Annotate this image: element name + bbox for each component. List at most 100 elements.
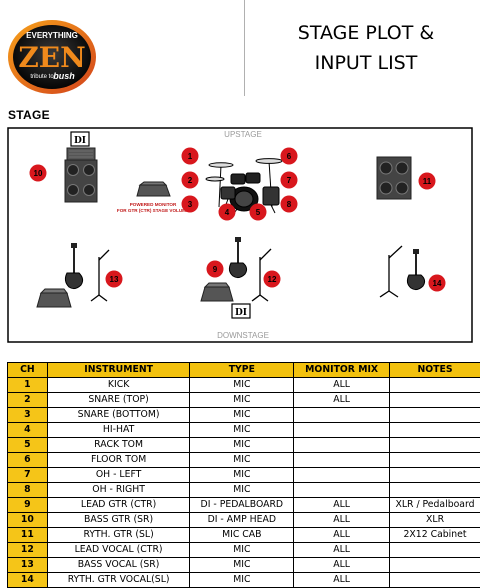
cell-type: MIC CAB (190, 528, 294, 543)
channel-marker-8: 8 (281, 196, 298, 213)
cell-ch: 7 (8, 468, 48, 483)
cell-monitor (294, 468, 390, 483)
cell-instrument: LEAD GTR (CTR) (47, 498, 190, 513)
document-title: STAGE PLOT & INPUT LIST (252, 18, 480, 78)
cell-instrument: KICK (47, 378, 190, 393)
cell-instrument: SNARE (TOP) (47, 393, 190, 408)
cell-monitor: ALL (294, 528, 390, 543)
marker-number: 10 (34, 169, 43, 178)
cell-notes (390, 483, 480, 498)
header-ch: CH (8, 363, 48, 378)
cell-monitor (294, 423, 390, 438)
cell-notes: 2X12 Cabinet (390, 528, 480, 543)
cell-instrument: FLOOR TOM (47, 453, 190, 468)
title-line-2: INPUT LIST (252, 48, 480, 78)
cell-type: MIC (190, 573, 294, 588)
cell-notes (390, 378, 480, 393)
channel-marker-10: 10 (30, 165, 47, 182)
cell-type: DI - AMP HEAD (190, 513, 294, 528)
cell-monitor: ALL (294, 543, 390, 558)
cell-notes (390, 558, 480, 573)
channel-marker-14: 14 (429, 275, 446, 292)
cell-notes: XLR / Pedalboard (390, 498, 480, 513)
cell-type: MIC (190, 483, 294, 498)
channel-marker-13: 13 (106, 271, 123, 288)
cell-monitor (294, 438, 390, 453)
cell-notes (390, 453, 480, 468)
cell-monitor (294, 453, 390, 468)
cell-ch: 9 (8, 498, 48, 513)
cell-notes (390, 543, 480, 558)
header-monitor-mix: MONITOR MIX (294, 363, 390, 378)
cell-instrument: SNARE (BOTTOM) (47, 408, 190, 423)
logo-band-text: bush (53, 71, 75, 81)
marker-number: 2 (188, 176, 193, 185)
everything-zen-logo: EVERYTHING ZEN tribute to bush (6, 18, 98, 96)
cell-notes (390, 573, 480, 588)
stage-plot: UPSTAGE DOWNSTAGE DI POWERED MONITOR FOR… (7, 127, 473, 343)
di-box-downstage: DI (232, 304, 250, 318)
marker-number: 6 (287, 152, 292, 161)
cell-ch: 4 (8, 423, 48, 438)
cell-type: MIC (190, 468, 294, 483)
cell-instrument: HI-HAT (47, 423, 190, 438)
channel-marker-1: 1 (182, 148, 199, 165)
cell-instrument: OH - LEFT (47, 468, 190, 483)
cell-type: MIC (190, 378, 294, 393)
cell-monitor: ALL (294, 513, 390, 528)
rhythm-guitar-amp-icon (377, 157, 411, 199)
marker-number: 8 (287, 200, 292, 209)
upstage-label: UPSTAGE (224, 130, 262, 139)
marker-number: 14 (433, 279, 442, 288)
di-label-upstage: DI (74, 136, 86, 146)
channel-marker-7: 7 (281, 172, 298, 189)
cell-type: MIC (190, 558, 294, 573)
cell-ch: 1 (8, 378, 48, 393)
cell-ch: 12 (8, 543, 48, 558)
cell-instrument: OH - RIGHT (47, 483, 190, 498)
powered-monitor-icon (137, 182, 170, 196)
stage-section-label: STAGE (8, 108, 50, 122)
table-header-row: CH INSTRUMENT TYPE MONITOR MIX NOTES (8, 363, 480, 378)
marker-number: 4 (225, 208, 230, 217)
cell-type: MIC (190, 438, 294, 453)
channel-marker-4: 4 (219, 204, 236, 221)
cell-type: MIC (190, 393, 294, 408)
channel-marker-12: 12 (264, 271, 281, 288)
cell-monitor: ALL (294, 573, 390, 588)
cell-notes (390, 468, 480, 483)
cell-notes (390, 423, 480, 438)
marker-number: 11 (423, 177, 432, 186)
logo-tribute-text: tribute to (30, 74, 54, 80)
marker-number: 7 (287, 176, 292, 185)
marker-number: 1 (188, 152, 193, 161)
cell-notes (390, 408, 480, 423)
marker-number: 13 (110, 275, 119, 284)
cell-monitor: ALL (294, 498, 390, 513)
channel-marker-5: 5 (250, 204, 267, 221)
wedge-monitor-ctr-icon (201, 283, 233, 301)
marker-number: 9 (213, 265, 218, 274)
cell-ch: 3 (8, 408, 48, 423)
cell-type: MIC (190, 543, 294, 558)
cell-ch: 8 (8, 483, 48, 498)
channel-marker-11: 11 (419, 173, 436, 190)
cell-ch: 6 (8, 453, 48, 468)
header-notes: NOTES (390, 363, 480, 378)
cell-type: DI - PEDALBOARD (190, 498, 294, 513)
cell-notes: XLR (390, 513, 480, 528)
cell-ch: 13 (8, 558, 48, 573)
cell-type: MIC (190, 408, 294, 423)
powered-monitor-label-2: FOR GTR (CTR) STAGE VOLUME (117, 208, 189, 213)
